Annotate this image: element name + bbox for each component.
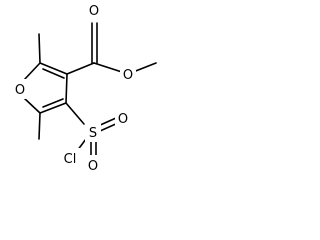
- bond-c5-o1: [23, 97, 41, 114]
- ring-oxygen-atom: O: [12, 79, 28, 99]
- bond-c2-c3-inner: [42, 68, 65, 79]
- ester-oxygen-atom: O: [120, 64, 136, 84]
- sulfur-label: S: [89, 126, 97, 141]
- bond-c4-c5: [39, 102, 67, 114]
- sulfur-atom: S: [85, 122, 101, 142]
- bond-c3-c4: [65, 73, 68, 104]
- bond-c2-c3: [39, 62, 68, 75]
- ester-oxygen-label: O: [123, 68, 133, 83]
- chlorine-atom: Cl: [60, 148, 80, 168]
- sulfonyl-oxygen-lower-atom: O: [85, 155, 101, 174]
- bond-o1-c2: [23, 62, 41, 81]
- bond-c5-methyl: [38, 112, 41, 140]
- bond-c4-c5-inner: [42, 98, 64, 108]
- bond-c2-methyl: [38, 33, 41, 64]
- sulfonyl-oxygen-upper-label: O: [118, 112, 128, 127]
- sulfonyl-oxygen-lower-label: O: [88, 159, 98, 174]
- carbonyl-oxygen-label: O: [89, 4, 99, 19]
- sulfonyl-oxygen-upper-atom: O: [115, 108, 131, 128]
- bond-c4-sulfur: [65, 102, 85, 125]
- carbonyl-oxygen-atom: O: [86, 1, 102, 21]
- chlorine-label: Cl: [64, 152, 77, 167]
- methyl-4-chlorosulfonyl-2-5-dimethylfuran-3-carboxylate-structure: O O O S O O Cl: [12, 1, 157, 174]
- bond-c3-carbonyl: [66, 62, 95, 75]
- ring-oxygen-label: O: [15, 83, 25, 98]
